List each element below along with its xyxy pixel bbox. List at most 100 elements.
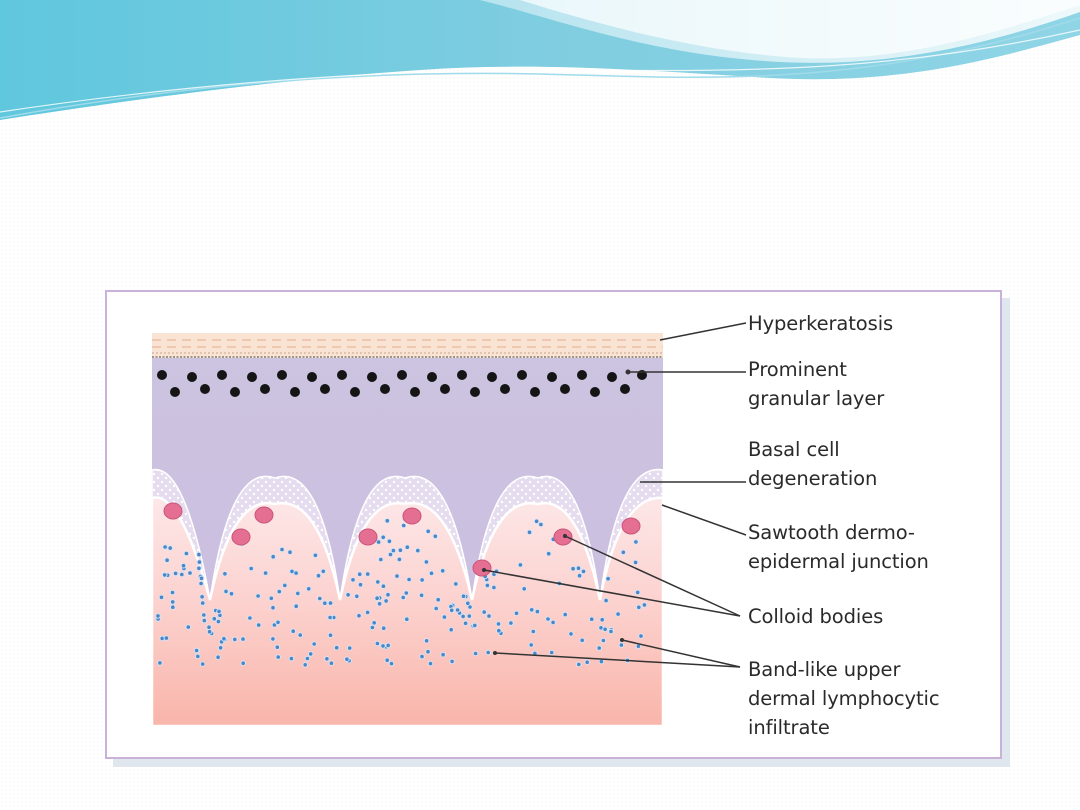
- lymphocyte: [439, 568, 446, 574]
- leader-sawtooth: [661, 504, 747, 536]
- granule: [247, 372, 257, 382]
- lymphocyte: [466, 613, 473, 619]
- lymphocyte: [282, 582, 288, 589]
- lymphocyte: [275, 619, 281, 626]
- lymphocyte: [275, 654, 282, 660]
- label-colloid-bodies: Colloid bodies: [748, 605, 884, 628]
- granule: [500, 384, 510, 394]
- lymphocyte: [415, 547, 421, 554]
- granule: [187, 372, 197, 382]
- lymphocyte: [170, 604, 176, 611]
- lymphocyte: [199, 600, 206, 606]
- lymphocyte: [608, 628, 614, 635]
- lymphocyte: [196, 565, 202, 572]
- lymphocyte: [419, 577, 425, 583]
- lymphocyte: [157, 660, 163, 666]
- lymphocyte: [453, 581, 459, 587]
- lymphocyte: [357, 581, 364, 588]
- lymphocyte: [201, 617, 208, 624]
- lymphocyte: [187, 570, 193, 576]
- granule: [560, 384, 570, 394]
- lymphocyte: [538, 521, 544, 528]
- lymphocyte: [390, 547, 397, 554]
- granule: [440, 384, 450, 394]
- lymphocyte: [307, 651, 314, 657]
- colloid-body: [254, 506, 274, 524]
- lymphocyte: [164, 557, 170, 564]
- colloid-body: [621, 517, 641, 535]
- lymphocyte: [423, 559, 430, 565]
- lymphocyte: [449, 658, 455, 665]
- lymphocyte: [297, 632, 304, 638]
- lymphocyte: [433, 605, 440, 612]
- lymphocyte: [354, 593, 360, 600]
- lymphocyte: [198, 575, 205, 582]
- lymphocyte: [396, 556, 403, 563]
- lymphocyte: [485, 649, 492, 656]
- lymphocyte: [496, 627, 502, 634]
- lymphocyte: [270, 636, 276, 642]
- lymphocyte: [530, 628, 537, 635]
- lymphocyte: [579, 637, 586, 644]
- lymphocyte: [193, 647, 200, 654]
- lymphocyte: [356, 612, 362, 619]
- granule: [427, 372, 437, 382]
- lymphocyte: [533, 518, 540, 525]
- granule: [200, 384, 210, 394]
- granule: [290, 387, 300, 397]
- lymphocyte: [528, 642, 535, 648]
- lymphocyte: [481, 609, 488, 615]
- lymphocyte: [545, 616, 551, 622]
- lymphocyte: [302, 662, 309, 668]
- granule: [380, 384, 390, 394]
- granule: [397, 370, 407, 380]
- granular-layer-cells: [157, 370, 647, 397]
- lymphocyte: [255, 622, 262, 628]
- lymphocyte: [206, 624, 212, 631]
- lymphocyte: [317, 595, 323, 602]
- lymphocyte: [195, 653, 201, 660]
- lymphocyte: [270, 604, 276, 611]
- label-lymphocytic-infiltrate: Band-like upper dermal lymphocytic infil…: [748, 658, 940, 739]
- lymphocyte: [287, 549, 293, 556]
- lymphocyte: [305, 586, 312, 592]
- lymphocyte: [634, 589, 641, 596]
- granule: [607, 372, 617, 382]
- granule: [530, 387, 540, 397]
- lymphocyte: [384, 518, 391, 524]
- lymphocyte: [603, 597, 609, 604]
- lymphocyte: [385, 591, 391, 598]
- lymphocyte: [584, 659, 591, 666]
- leader-infiltrate-2: [494, 652, 741, 668]
- lymphocyte: [199, 594, 205, 600]
- lymphocyte: [521, 586, 528, 592]
- lymphocyte: [240, 660, 246, 667]
- granule: [517, 370, 527, 380]
- lymphocyte: [315, 572, 322, 579]
- colloid-body: [402, 507, 422, 525]
- lymphocyte: [397, 547, 404, 554]
- lymphocyte: [274, 644, 281, 651]
- lymphocyte: [374, 595, 380, 602]
- granule: [277, 370, 287, 380]
- lymphocyte: [217, 645, 224, 651]
- lymphocyte: [448, 607, 455, 614]
- lymphocyte: [262, 570, 269, 576]
- granule: [487, 372, 497, 382]
- lymphocyte: [425, 648, 431, 655]
- granule: [217, 370, 227, 380]
- lymphocyte: [460, 593, 467, 600]
- lymphocyte: [255, 593, 261, 599]
- lymphocyte: [517, 562, 524, 568]
- lymphocyte: [375, 579, 381, 585]
- colloid-body-cells: [163, 502, 641, 577]
- granule: [547, 372, 557, 382]
- label-basal-degeneration: Basal cell degeneration: [748, 438, 878, 490]
- lymphocyte: [312, 552, 319, 559]
- lymphocyte: [598, 658, 605, 665]
- lymphocyte: [344, 656, 350, 663]
- lymphocyte: [327, 600, 334, 606]
- lymphocyte: [605, 575, 611, 582]
- lymphocyte: [364, 571, 371, 577]
- lymphocyte: [575, 565, 582, 572]
